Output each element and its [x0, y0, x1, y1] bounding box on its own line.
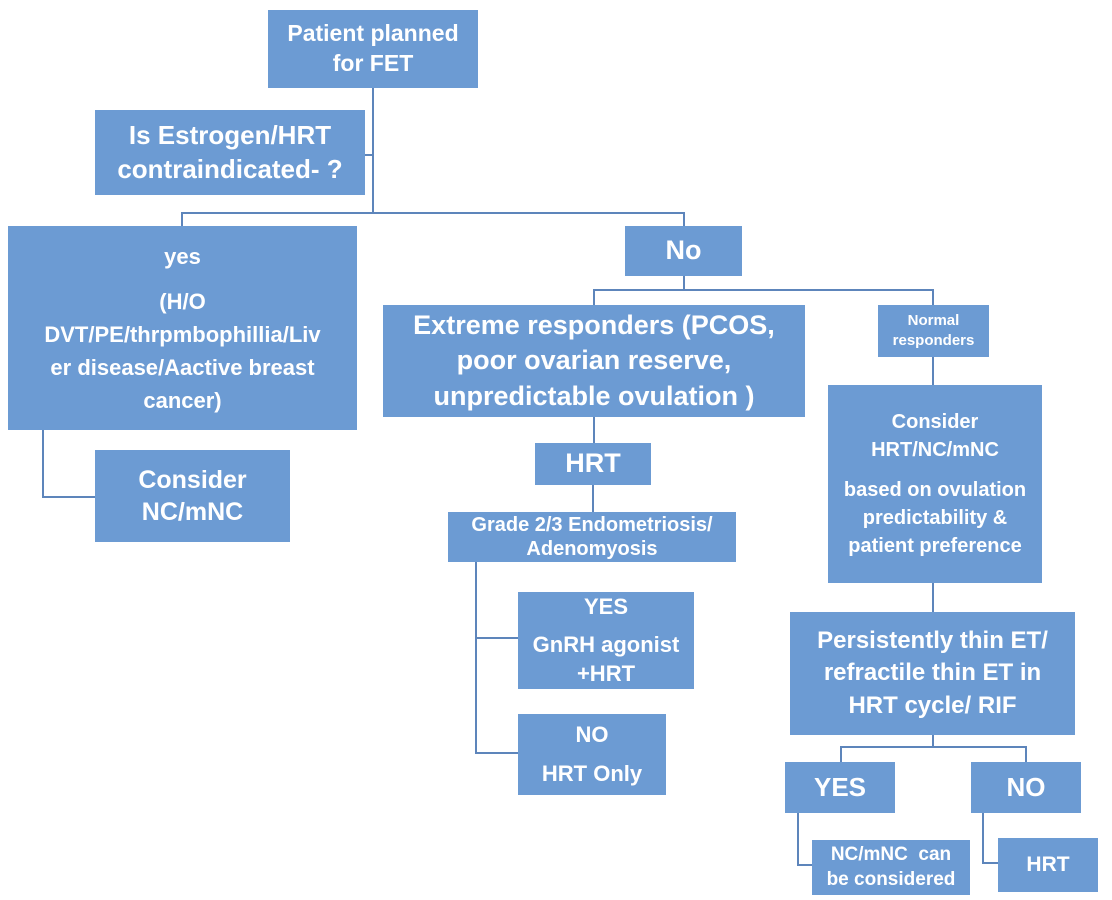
- node-label: NO: [575, 721, 609, 747]
- connector-line: [181, 212, 183, 227]
- node-hrt: HRT: [535, 443, 651, 485]
- connector-line: [683, 276, 685, 291]
- connector-line: [593, 289, 595, 306]
- connector-line: [181, 212, 685, 214]
- node-label: HRT: [1026, 853, 1070, 877]
- connector-line: [592, 485, 594, 513]
- node-sublabel: GnRH agonist +HRT: [532, 632, 680, 686]
- node-sublabel: based on ovulation predictability & pati…: [843, 479, 1027, 557]
- connector-line: [475, 637, 519, 639]
- node-thin-et-no: NO: [971, 762, 1081, 813]
- connector-line: [1025, 746, 1027, 763]
- node-yes-contraindicated: yes (H/O DVT/PE/thrpmbophillia/Liv er di…: [8, 226, 357, 430]
- node-label: Persistently thin ET/ refractile thin ET…: [817, 626, 1048, 719]
- node-thin-et-yes: YES: [785, 762, 895, 813]
- connector-line: [475, 752, 519, 754]
- connector-line: [982, 862, 999, 864]
- connector-line: [982, 813, 984, 864]
- connector-line: [475, 562, 477, 754]
- connector-line: [593, 289, 934, 291]
- node-label: Extreme responders (PCOS, poor ovarian r…: [413, 310, 775, 411]
- node-consider-hrt-nc-mnc: Consider HRT/NC/mNC based on ovulation p…: [828, 385, 1042, 583]
- connector-line: [932, 289, 934, 306]
- node-label: YES: [813, 771, 867, 802]
- connector-line: [797, 813, 799, 866]
- connector-line: [932, 583, 934, 613]
- node-grade-endometriosis: Grade 2/3 Endometriosis/ Adenomyosis: [448, 512, 736, 562]
- connector-line: [42, 496, 96, 498]
- node-label: NC/mNC can be considered: [826, 843, 956, 890]
- node-label: Is Estrogen/HRT contraindicated- ?: [117, 119, 343, 184]
- node-label: Consider HRT/NC/mNC: [871, 411, 999, 461]
- node-normal-responders: Normal responders: [878, 305, 989, 357]
- connector-line: [683, 212, 685, 227]
- node-label: HRT: [565, 448, 621, 479]
- node-hrt-final: HRT: [998, 838, 1098, 892]
- node-endometriosis-yes-gnrh-hrt: YES GnRH agonist +HRT: [518, 592, 694, 689]
- connector-line: [840, 746, 1027, 748]
- node-nc-mnc-can-be-considered: NC/mNC can be considered: [812, 840, 970, 895]
- node-endometriosis-no-hrt-only: NO HRT Only: [518, 714, 666, 795]
- connector-line: [42, 430, 44, 498]
- connector-line: [797, 864, 813, 866]
- connector-line: [932, 357, 934, 386]
- node-label: Patient planned for FET: [287, 20, 459, 76]
- node-label: Consider NC/mNC: [138, 465, 247, 527]
- node-label: NO: [1006, 771, 1046, 802]
- node-extreme-responders: Extreme responders (PCOS, poor ovarian r…: [383, 305, 805, 417]
- connector-line: [840, 746, 842, 763]
- node-persistently-thin-et: Persistently thin ET/ refractile thin ET…: [790, 612, 1075, 735]
- node-patient-planned-fet: Patient planned for FET: [268, 10, 478, 88]
- node-no-contraindicated: No: [625, 226, 742, 276]
- node-label: yes: [164, 243, 201, 269]
- node-label: YES: [583, 593, 629, 619]
- connector-line: [365, 154, 373, 156]
- node-label: Grade 2/3 Endometriosis/ Adenomyosis: [471, 514, 713, 560]
- connector-line: [372, 88, 374, 214]
- node-sublabel: HRT Only: [541, 760, 643, 786]
- connector-line: [593, 417, 595, 444]
- node-consider-nc-mnc: Consider NC/mNC: [95, 450, 290, 542]
- node-sublabel: (H/O DVT/PE/thrpmbophillia/Liv er diseas…: [44, 288, 321, 413]
- node-label: Normal responders: [892, 311, 975, 349]
- connector-line: [932, 735, 934, 748]
- node-estrogen-contraindicated-question: Is Estrogen/HRT contraindicated- ?: [95, 110, 365, 195]
- node-label: No: [665, 235, 702, 266]
